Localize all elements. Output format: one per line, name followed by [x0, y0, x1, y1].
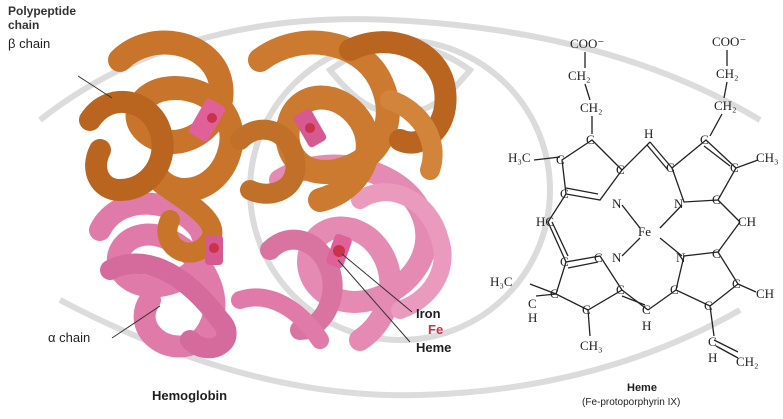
beta-chain-ribbons — [79, 30, 457, 263]
atom-fe: Fe — [638, 224, 651, 239]
atom-c11: C — [712, 246, 721, 261]
hemoglobin-caption: Hemoglobin — [152, 388, 228, 403]
atom-ch2-c: CH₂ — [580, 100, 603, 115]
heme-caption-title: Heme — [627, 382, 657, 394]
atom-c16: C — [528, 296, 537, 311]
atom-c7: C — [730, 160, 739, 175]
atom-coo-left: COO⁻ — [570, 36, 605, 51]
atom-c2: C — [556, 152, 565, 167]
atom-n3: N — [612, 250, 622, 265]
leader-lines — [77, 75, 413, 343]
atom-h3c-mid: H₃C — [490, 274, 513, 289]
atom-h3c-top: H₃C — [508, 150, 531, 165]
heme-groups — [188, 98, 352, 268]
atom-h-top: H — [644, 126, 654, 141]
atom-c3: C — [560, 186, 569, 201]
heme-caption-subtitle: (Fe-protoporphyrin IX) — [582, 397, 681, 408]
atom-ch3-right: CH₃ — [756, 150, 779, 165]
atom-ch-mid: CH — [756, 286, 775, 301]
atom-h-bottom: H — [642, 318, 652, 333]
atom-c9: C — [560, 254, 569, 269]
atom-n2: N — [674, 196, 684, 211]
atom-ch2-b: CH₂ — [716, 66, 739, 81]
atom-ch2-d: CH₂ — [714, 98, 737, 113]
atom-c15: C — [732, 276, 741, 291]
atom-h-vinyl: H — [708, 350, 718, 365]
atom-coo-right: COO⁻ — [712, 34, 747, 49]
atom-c6: C — [700, 132, 709, 147]
atom-c5: C — [666, 160, 675, 175]
atom-c1: C — [586, 132, 595, 147]
atom-c17: C — [582, 302, 591, 317]
atom-c12: C — [550, 286, 559, 301]
polypeptide-label-line2: chain — [8, 18, 40, 32]
heme-bonds — [529, 50, 759, 359]
polypeptide-label-line1: Polypeptide — [8, 4, 77, 18]
atom-c18: C — [642, 302, 651, 317]
atom-ch3-bottom: CH₃ — [580, 338, 603, 353]
atom-n4: N — [676, 250, 686, 265]
atom-c14: C — [670, 282, 679, 297]
alpha-chain-ribbons — [89, 154, 452, 359]
atom-hc: HC — [536, 214, 555, 229]
heme-label: Heme — [416, 340, 452, 355]
fe-label: Fe — [428, 322, 444, 337]
atom-ch2-bottom: CH₂ — [736, 354, 759, 369]
atom-c4: C — [616, 162, 625, 177]
atom-c20: C — [708, 334, 717, 349]
atom-c10: C — [594, 250, 603, 265]
atom-ch2-a: CH₂ — [568, 68, 591, 83]
atom-h-left: H — [528, 310, 538, 325]
atom-c19: C — [704, 298, 713, 313]
beta-chain-label: β chain — [8, 36, 51, 51]
atom-ch: CH — [738, 214, 757, 229]
atom-n1: N — [612, 196, 622, 211]
atom-c8: C — [712, 192, 721, 207]
iron-label: Iron — [416, 306, 441, 321]
alpha-chain-label: α chain — [48, 330, 91, 345]
atom-c13: C — [616, 282, 625, 297]
